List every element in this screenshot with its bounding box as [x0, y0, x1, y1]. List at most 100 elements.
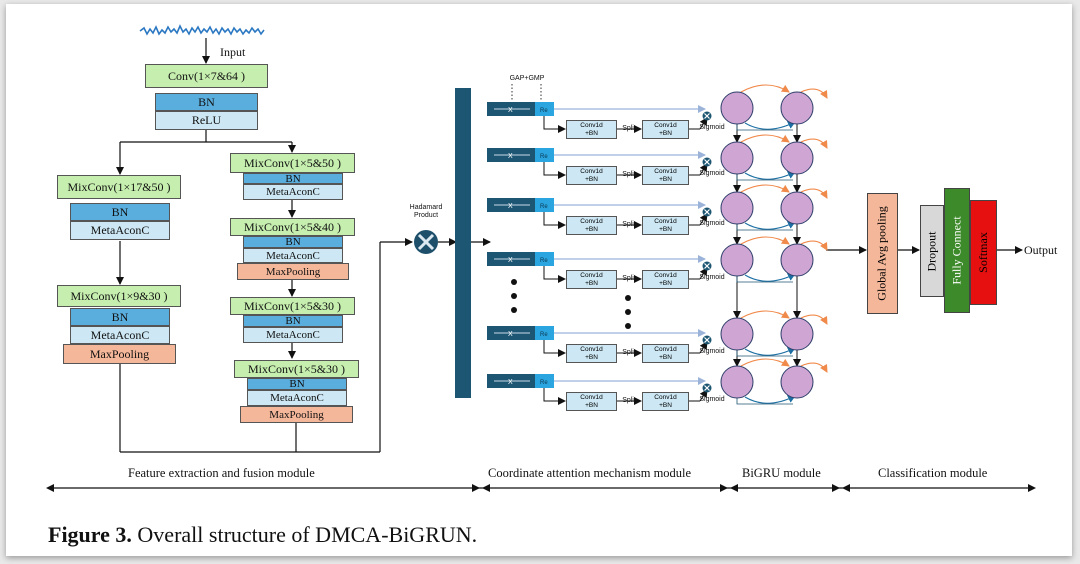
- gru-cell: [720, 243, 754, 277]
- right-bn-4: BN: [247, 378, 347, 390]
- caption-text: Overall structure of DMCA-BiGRUN.: [131, 522, 478, 547]
- ellipsis-dots: [511, 279, 631, 329]
- ca-re-text: Re: [540, 204, 548, 210]
- ca-reweight-bar: [535, 374, 554, 388]
- caption-figure-number: Figure 3.: [48, 522, 132, 547]
- gru-cell: [720, 191, 754, 225]
- ca-sigmoid-label: Sigmoid: [699, 274, 725, 281]
- right-mixconv-2: MixConv(1×5&40 ): [230, 218, 355, 236]
- gru-cell: [780, 91, 814, 125]
- output-label: Output: [1024, 243, 1058, 257]
- left-meta-2: MetaAconC: [70, 326, 170, 344]
- global-avg-pooling-block: Global Avg pooling: [867, 193, 898, 314]
- hadamard-label: Hadamard Product: [409, 204, 443, 219]
- coord-module-label: Coordinate attention mechanism module: [488, 466, 692, 480]
- ca-sigmoid-label: Sigmoid: [699, 124, 725, 131]
- gru-cell: [780, 365, 814, 399]
- input-label: Input: [220, 45, 246, 59]
- ca-split-label: Split: [622, 275, 636, 282]
- left-meta-1: MetaAconC: [70, 221, 170, 240]
- right-meta-1: MetaAconC: [243, 184, 343, 200]
- left-bn-2: BN: [70, 308, 170, 326]
- left-mixconv-1: MixConv(1×17&50 ): [57, 175, 181, 199]
- ca-re-text: Re: [540, 154, 548, 160]
- right-meta-3: MetaAconC: [243, 327, 343, 343]
- ca-reweight-bar: [535, 326, 554, 340]
- fully-connect-block: Fully Connect: [944, 188, 970, 313]
- dropout-block: Dropout: [920, 205, 944, 297]
- ca-reweight-bar: [535, 148, 554, 162]
- ca-x-text: X: [508, 331, 513, 338]
- figure-caption: Figure 3. Overall structure of DMCA-BiGR…: [48, 522, 477, 548]
- ca-re-text: Re: [540, 108, 548, 114]
- ca-x-text: X: [508, 153, 513, 160]
- right-mixconv-3: MixConv(1×5&30 ): [230, 297, 355, 315]
- ca-reweight-bar: [535, 102, 554, 116]
- gru-cell: [720, 141, 754, 175]
- ca-x-text: X: [508, 107, 513, 114]
- bigru-module-label: BiGRU module: [742, 466, 821, 480]
- conv-block: Conv(1×7&64 ): [145, 64, 268, 88]
- ca-sigmoid-label: Sigmoid: [699, 348, 725, 355]
- ca-conv1d-block-a: Conv1d +BN: [566, 120, 617, 139]
- ca-x-text: X: [508, 257, 513, 264]
- gru-cell: [780, 317, 814, 351]
- left-maxpool: MaxPooling: [63, 344, 176, 364]
- dropout-label: Dropout: [924, 231, 939, 271]
- right-bn-2: BN: [243, 236, 343, 248]
- ca-sigmoid-label: Sigmoid: [699, 220, 725, 227]
- relu-block: ReLU: [155, 111, 258, 130]
- global-avg-pooling-label: Global Avg pooling: [875, 206, 890, 301]
- gru-cell: [720, 365, 754, 399]
- right-meta-2: MetaAconC: [243, 248, 343, 263]
- gru-cell: [780, 243, 814, 277]
- ca-conv1d-block-b: Conv1d +BN: [642, 270, 689, 289]
- ca-reweight-bar: [535, 252, 554, 266]
- right-bn-1: BN: [243, 173, 343, 184]
- ca-conv1d-block-b: Conv1d +BN: [642, 166, 689, 185]
- ca-re-text: Re: [540, 258, 548, 264]
- ca-conv1d-block-a: Conv1d +BN: [566, 166, 617, 185]
- gru-cell: [720, 91, 754, 125]
- left-mixconv-2: MixConv(1×9&30 ): [57, 285, 181, 307]
- ca-re-text: Re: [540, 380, 548, 386]
- ca-sigmoid-label: Sigmoid: [699, 170, 725, 177]
- right-meta-4: MetaAconC: [247, 390, 347, 406]
- right-mixconv-1: MixConv(1×5&50 ): [230, 153, 355, 173]
- softmax-block: Softmax: [970, 200, 997, 305]
- softmax-label: Softmax: [976, 232, 991, 273]
- ca-conv1d-block-b: Conv1d +BN: [642, 392, 689, 411]
- ca-conv1d-block-a: Conv1d +BN: [566, 392, 617, 411]
- bigru-cells: [720, 84, 828, 405]
- ca-conv1d-block-a: Conv1d +BN: [566, 216, 617, 235]
- right-bn-3: BN: [243, 315, 343, 327]
- input-signal-waveform: [139, 24, 265, 36]
- right-maxpool-2: MaxPooling: [240, 406, 353, 423]
- feature-map-bar: [455, 88, 471, 398]
- bn-block: BN: [155, 93, 258, 111]
- ca-re-text: Re: [540, 332, 548, 338]
- ca-x-text: X: [508, 203, 513, 210]
- ca-reweight-bar: [535, 198, 554, 212]
- ca-conv1d-block-b: Conv1d +BN: [642, 120, 689, 139]
- ca-conv1d-block-b: Conv1d +BN: [642, 344, 689, 363]
- fully-connect-label: Fully Connect: [949, 216, 964, 285]
- ca-split-label: Split: [622, 125, 636, 132]
- ca-split-label: Split: [622, 171, 636, 178]
- ca-split-label: Split: [622, 397, 636, 404]
- left-bn-1: BN: [70, 203, 170, 221]
- right-maxpool-1: MaxPooling: [237, 263, 349, 280]
- right-mixconv-4: MixConv(1×5&30 ): [234, 360, 359, 378]
- ca-conv1d-block-a: Conv1d +BN: [566, 344, 617, 363]
- ca-conv1d-block-a: Conv1d +BN: [566, 270, 617, 289]
- ca-split-label: Split: [622, 221, 636, 228]
- hadamard-product-icon: [414, 230, 438, 254]
- ca-x-text: X: [508, 379, 513, 386]
- gru-cell: [780, 141, 814, 175]
- gap-gmp-label: GAP+GMP: [509, 75, 545, 82]
- gru-cell: [780, 191, 814, 225]
- class-module-label: Classification module: [878, 466, 988, 480]
- ca-sigmoid-label: Sigmoid: [699, 396, 725, 403]
